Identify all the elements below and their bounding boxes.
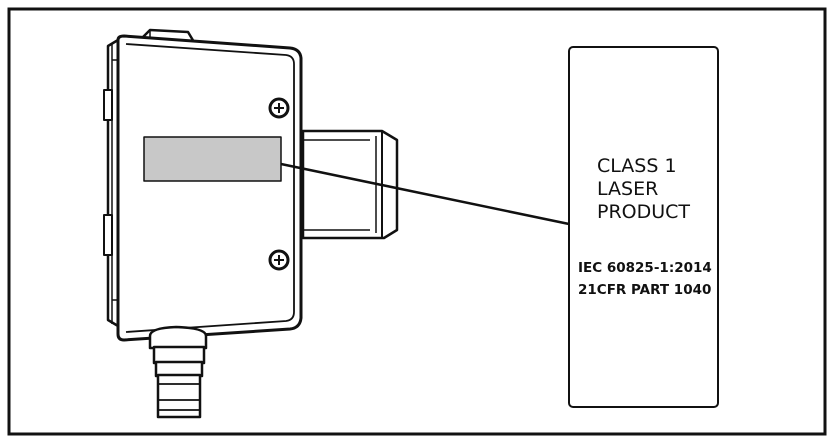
label-standard-cfr: 21CFR PART 1040: [578, 282, 711, 298]
label-line-class: CLASS 1: [597, 155, 677, 177]
sensor-back-rail: [103, 38, 119, 328]
outer-border: [7, 7, 827, 436]
screw-bottom: [268, 249, 290, 271]
label-standard-iec: IEC 60825-1:2014: [578, 260, 712, 276]
screw-top: [268, 97, 290, 119]
sensor-housing-inner-edge: [125, 43, 295, 333]
laser-label-outline: [568, 46, 719, 408]
label-line-product: PRODUCT: [597, 201, 690, 223]
device-label-window: [143, 136, 282, 182]
laser-class-label: CLASS 1 LASER PRODUCT IEC 60825-1:2014 2…: [568, 46, 719, 408]
sensor-connector: [148, 325, 208, 419]
sensor-device: [103, 28, 399, 419]
leader-line: [280, 162, 570, 226]
label-line-laser: LASER: [597, 178, 658, 200]
sensor-housing: [116, 34, 303, 342]
